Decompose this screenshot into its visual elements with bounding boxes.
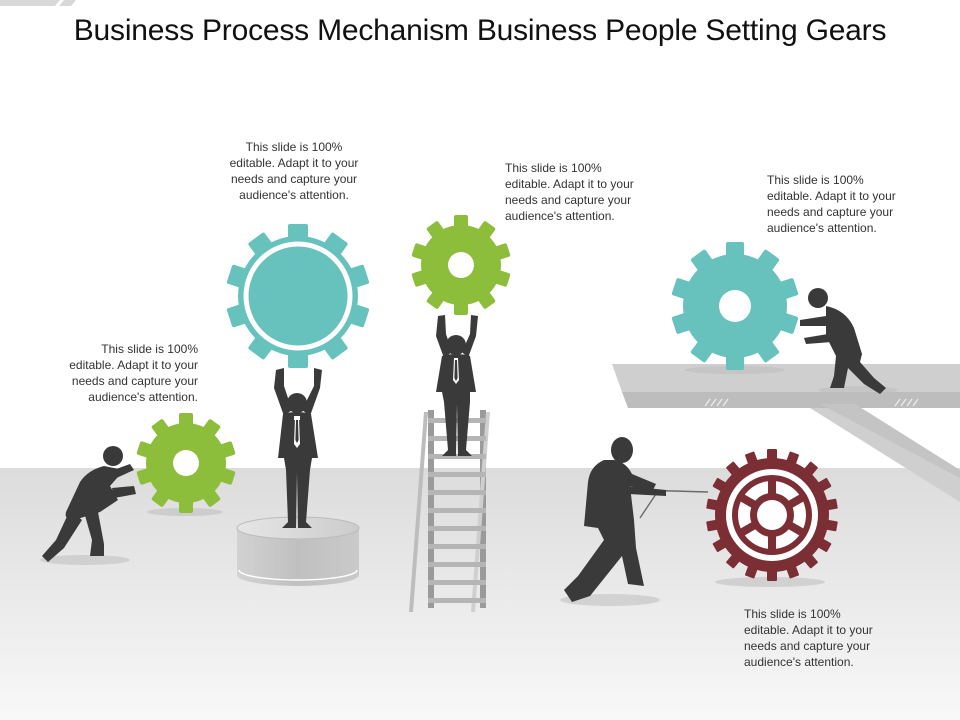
gear-icon [411, 215, 511, 315]
note-top-center: This slide is 100% editable. Adapt it to… [229, 140, 359, 202]
note-far-right: This slide is 100% editable. Adapt it to… [767, 173, 896, 235]
gear-icon [706, 449, 838, 581]
gear-icon [226, 224, 370, 368]
gear-icon [136, 413, 236, 513]
ladder-icon [409, 410, 490, 612]
businessman-icon [436, 315, 478, 456]
note-left: This slide is 100% editable. Adapt it to… [69, 342, 198, 404]
businessman-icon [800, 288, 886, 394]
businessman-icon [564, 437, 709, 602]
note-bottom-right: This slide is 100% editable. Adapt it to… [744, 607, 873, 669]
businessman-icon [274, 368, 322, 528]
corner-decoration [0, 0, 76, 6]
page-title: Business Process Mechanism Business Peop… [73, 14, 887, 47]
note-top-right: This slide is 100% editable. Adapt it to… [505, 161, 634, 223]
businessman-icon [42, 446, 136, 562]
gear-icon [671, 242, 799, 370]
